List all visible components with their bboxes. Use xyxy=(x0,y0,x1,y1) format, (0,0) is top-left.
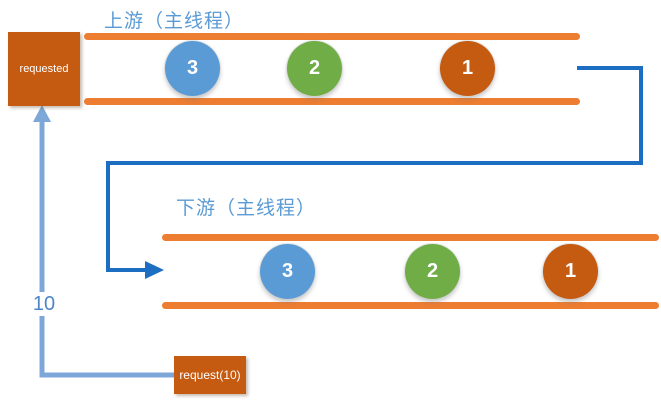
requested-counter-label: requested xyxy=(19,63,69,75)
requested-counter-box: requested xyxy=(8,32,80,106)
downstream-event-2: 2 xyxy=(405,244,460,299)
upstream-event-1: 1 xyxy=(440,41,495,96)
downstream-event-2-label: 2 xyxy=(426,260,439,282)
upstream-event-3-label: 3 xyxy=(186,57,199,79)
upstream-event-1-label: 1 xyxy=(461,57,474,79)
upstream-pipe-bottom-bar xyxy=(84,98,580,105)
request-feedback-arrow xyxy=(33,105,175,378)
upstream-event-2: 2 xyxy=(287,41,342,96)
upstream-event-3: 3 xyxy=(165,41,220,96)
downstream-event-1: 1 xyxy=(543,244,598,299)
downstream-event-3-label: 3 xyxy=(281,260,294,282)
request-call-box: request(10) xyxy=(174,356,246,394)
request-call-label: request(10) xyxy=(179,368,241,382)
downstream-pipe-top-bar xyxy=(162,234,659,241)
upstream-pipe-top-bar xyxy=(84,33,580,40)
request-amount-label: 10 xyxy=(26,292,62,316)
downstream-event-1-label: 1 xyxy=(564,260,577,282)
upstream-event-2-label: 2 xyxy=(308,57,321,79)
upstream-title: 上游（主线程） xyxy=(104,11,245,32)
downstream-pipe-bottom-bar xyxy=(162,302,659,309)
downstream-title: 下游（主线程） xyxy=(176,198,317,219)
downstream-event-3: 3 xyxy=(260,244,315,299)
